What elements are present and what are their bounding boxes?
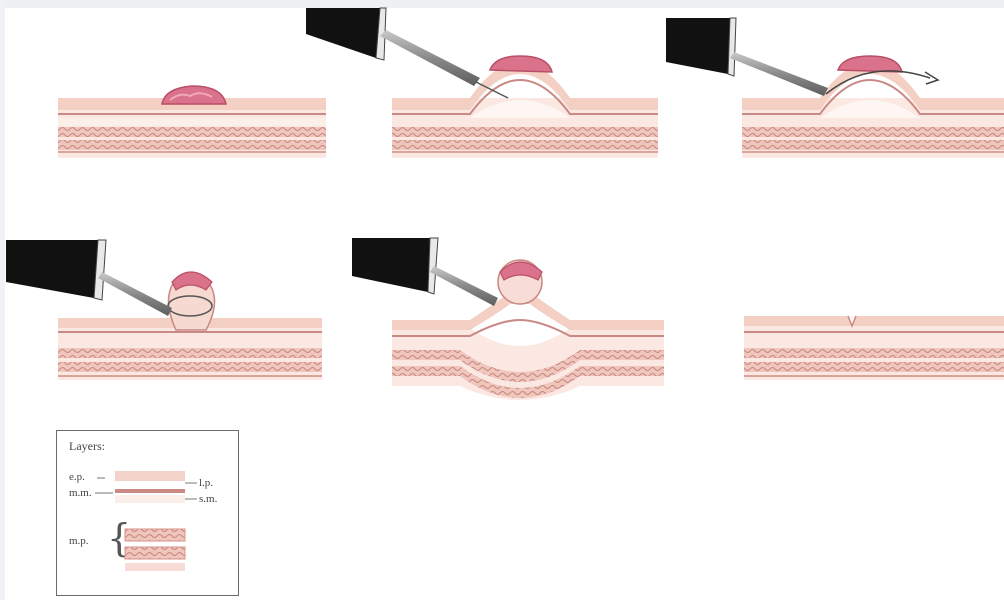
panel-2-elevation <box>306 8 658 158</box>
muscle-layer-outer <box>392 140 658 150</box>
endoscope-rim <box>728 18 736 76</box>
panel-3-incision <box>666 18 1004 158</box>
legend-swatches <box>57 431 240 597</box>
lesion <box>490 56 552 72</box>
panel-5-resection <box>352 238 664 400</box>
muscle-layer-outer <box>58 362 322 372</box>
panel-1-lesion <box>58 86 326 158</box>
endoscope-rim <box>428 238 438 294</box>
snare-catheter <box>98 272 172 316</box>
snare-tip <box>925 72 938 84</box>
swatch-mp-inner <box>125 529 185 541</box>
swatch-ep <box>115 471 185 481</box>
panel-4-capture <box>6 240 322 380</box>
submucosa-layer <box>58 118 326 126</box>
snare-catheter <box>430 266 498 306</box>
muscle-layer-outer <box>744 362 1004 372</box>
muscle-layer-inner <box>58 127 326 137</box>
muscle-layer-inner <box>744 348 1004 358</box>
epithelium-layer <box>744 316 1004 326</box>
lesion <box>838 56 902 72</box>
injection-needle <box>380 30 480 86</box>
muscle-layer-outer <box>742 140 1004 150</box>
muscle-layer-inner <box>742 127 1004 137</box>
endoscope-tip <box>6 240 98 298</box>
panel-6-post-resection <box>744 316 1004 380</box>
layers-legend: Layers: e.p. m.m. l.p. s.m. m.p. { <box>56 430 239 596</box>
swatch-serosa <box>125 563 185 571</box>
muscle-layer-outer <box>58 140 326 150</box>
swatch-mm <box>115 489 185 493</box>
endoscope-tip <box>352 238 430 292</box>
muscle-layer-inner <box>392 127 658 137</box>
muscle-layer-inner <box>58 348 322 358</box>
swatch-mp-outer <box>125 547 185 559</box>
snare-catheter <box>730 52 828 96</box>
endoscope-tip <box>306 8 380 58</box>
endoscope-tip <box>666 18 730 74</box>
swatch-sm <box>115 495 185 503</box>
